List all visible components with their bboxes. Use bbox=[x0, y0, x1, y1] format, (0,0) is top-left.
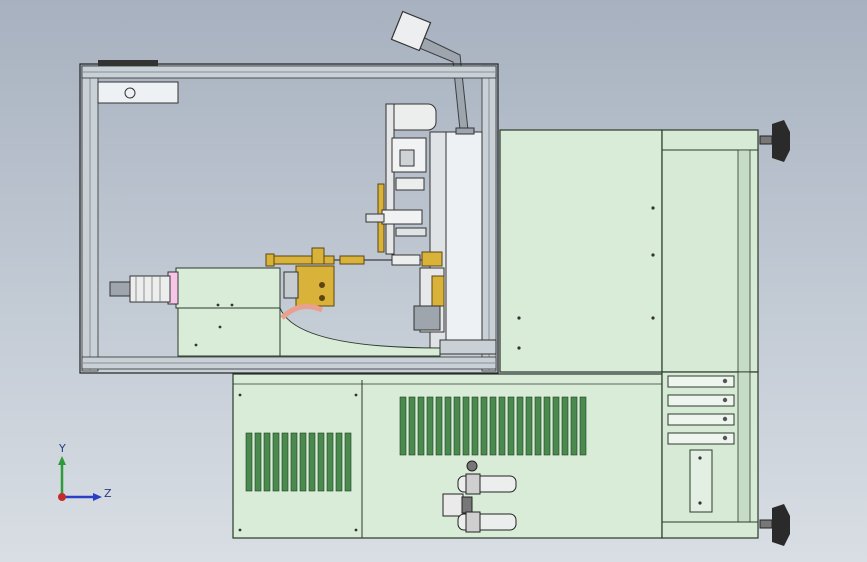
y-axis-label: Y bbox=[59, 442, 66, 455]
air-filter-regulator bbox=[442, 460, 517, 533]
motor-unit bbox=[109, 267, 441, 357]
x-axis-dot bbox=[58, 493, 66, 501]
vent-grille-right bbox=[399, 396, 587, 456]
aluminum-frame bbox=[79, 60, 499, 374]
horizontal-feed-rod bbox=[265, 247, 443, 267]
vent-grille-left bbox=[245, 432, 352, 492]
vertical-axis-column bbox=[429, 127, 497, 355]
right-cabinet bbox=[499, 120, 790, 373]
lower-right-cabinet bbox=[661, 371, 790, 546]
upper-slide-assembly bbox=[365, 103, 437, 255]
z-axis-label: Z bbox=[104, 487, 112, 500]
clamp-block bbox=[283, 265, 445, 333]
triad-axes bbox=[58, 456, 102, 501]
orientation-triad: Y Z bbox=[50, 440, 120, 510]
